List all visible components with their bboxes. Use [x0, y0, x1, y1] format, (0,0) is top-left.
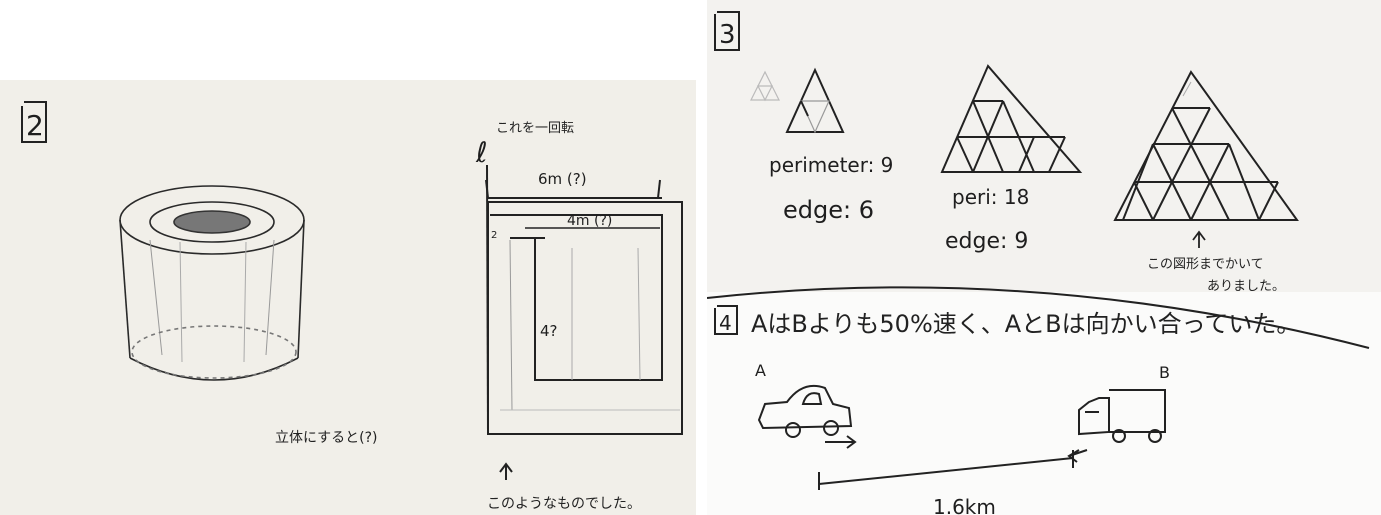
tiny-triangle — [750, 70, 780, 102]
outer-width-label: 6m (?) — [538, 170, 587, 188]
problem-4-number-box: 4 — [714, 305, 738, 335]
fig1-perimeter: perimeter: 9 — [769, 153, 893, 177]
inner-width-label: 4m (?) — [567, 213, 612, 229]
problem-4-number: 4 — [719, 311, 732, 335]
distance-line — [818, 450, 1074, 490]
section-divider — [707, 286, 1370, 349]
height-label: 4? — [540, 322, 558, 340]
problem-number-box: 2 — [21, 101, 47, 143]
problem-2-drawing: 2 立体にすると(?) — [21, 101, 683, 512]
fig2-perimeter: peri: 18 — [952, 185, 1029, 209]
truck-b-drawing — [1067, 389, 1166, 463]
label-a: A — [755, 361, 766, 380]
up-arrow — [1192, 230, 1206, 248]
triangle-figure-1 — [785, 67, 845, 134]
rotate-note: これを一回転 — [496, 121, 574, 136]
solid-caption: 立体にすると(?) — [275, 430, 378, 446]
label-b: B — [1159, 363, 1170, 382]
car-a-drawing — [757, 384, 857, 449]
triangle-figure-2 — [940, 64, 1083, 173]
problem-2-panel: 2 立体にすると(?) — [0, 80, 696, 515]
cylinder-solid — [119, 185, 305, 381]
fig2-edge: edge: 9 — [945, 229, 1028, 254]
fig3-note-line2: ありました。 — [1207, 279, 1285, 294]
distance-label: 1.6km — [933, 495, 996, 515]
triangle-figure-3 — [1113, 70, 1299, 221]
problem-4-statement: AはBよりも50%速く、AとBは向かい合っていた。 — [751, 310, 1300, 338]
problem-3-number: 3 — [719, 20, 736, 50]
problem-3-4-panel: 3 perimeter: 9 edge: 6 peri: 18 edge: 9 — [707, 0, 1381, 515]
problem-number: 2 — [26, 109, 44, 142]
axis-label: ℓ — [475, 136, 488, 169]
rotation-diagram — [485, 164, 683, 480]
result-caption: このようなものでした。 — [487, 496, 641, 512]
small-label: 2 — [491, 230, 497, 241]
fig1-edge: edge: 6 — [783, 196, 874, 224]
fig3-note-line1: この図形までかいて — [1147, 257, 1264, 272]
problem-3-4-drawing: 3 perimeter: 9 edge: 6 peri: 18 edge: 9 — [707, 11, 1370, 515]
problem-3-number-box: 3 — [714, 11, 740, 51]
